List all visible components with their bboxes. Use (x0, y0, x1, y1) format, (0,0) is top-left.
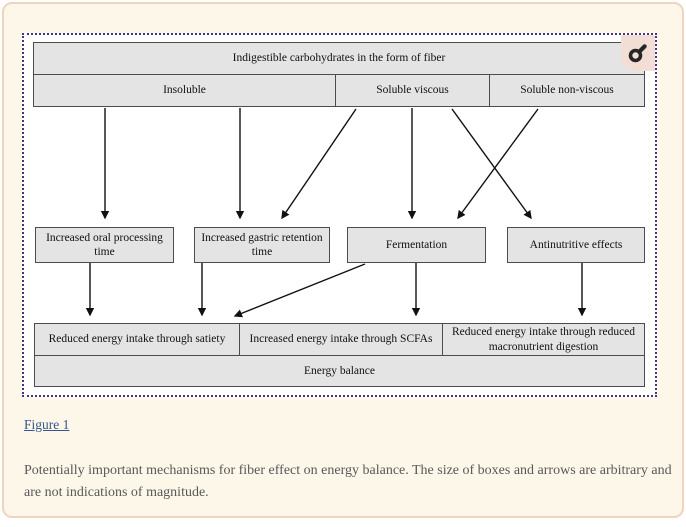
figure-container[interactable]: Indigestible carbohydrates in the form o… (22, 33, 657, 397)
node-soluble-nonviscous: Soluble non-viscous (489, 74, 645, 107)
zoom-badge-button[interactable] (621, 35, 655, 71)
node-oral-processing: Increased oral processing time (35, 227, 174, 263)
node-soluble-viscous: Soluble viscous (335, 74, 490, 107)
node-satiety: Reduced energy intake through satiety (34, 323, 240, 356)
node-gastric-retention: Increased gastric retention time (194, 227, 330, 263)
figure-caption: Potentially important mechanisms for fib… (24, 463, 672, 500)
node-insoluble: Insoluble (33, 74, 336, 107)
node-digestion: Reduced energy intake through reduced ma… (442, 323, 645, 356)
arrow-viscous-gastric (281, 108, 357, 220)
arrow-viscous-antinutritive (451, 108, 532, 220)
node-antinutritive: Antinutritive effects (507, 227, 645, 263)
node-root: Indigestible carbohydrates in the form o… (33, 42, 645, 75)
node-fermentation: Fermentation (347, 227, 486, 263)
magnifier-icon (626, 41, 650, 65)
figure-link[interactable]: Figure 1 (24, 417, 70, 432)
node-scfas: Increased energy intake through SCFAs (239, 323, 443, 356)
fiber-mechanisms-diagram: Indigestible carbohydrates in the form o… (24, 35, 655, 395)
figure-card: Indigestible carbohydrates in the form o… (2, 2, 684, 518)
arrow-nonviscous-fermentation (457, 108, 539, 220)
arrow-fermentation-satiety (233, 263, 366, 318)
node-energy-balance: Energy balance (34, 355, 645, 387)
